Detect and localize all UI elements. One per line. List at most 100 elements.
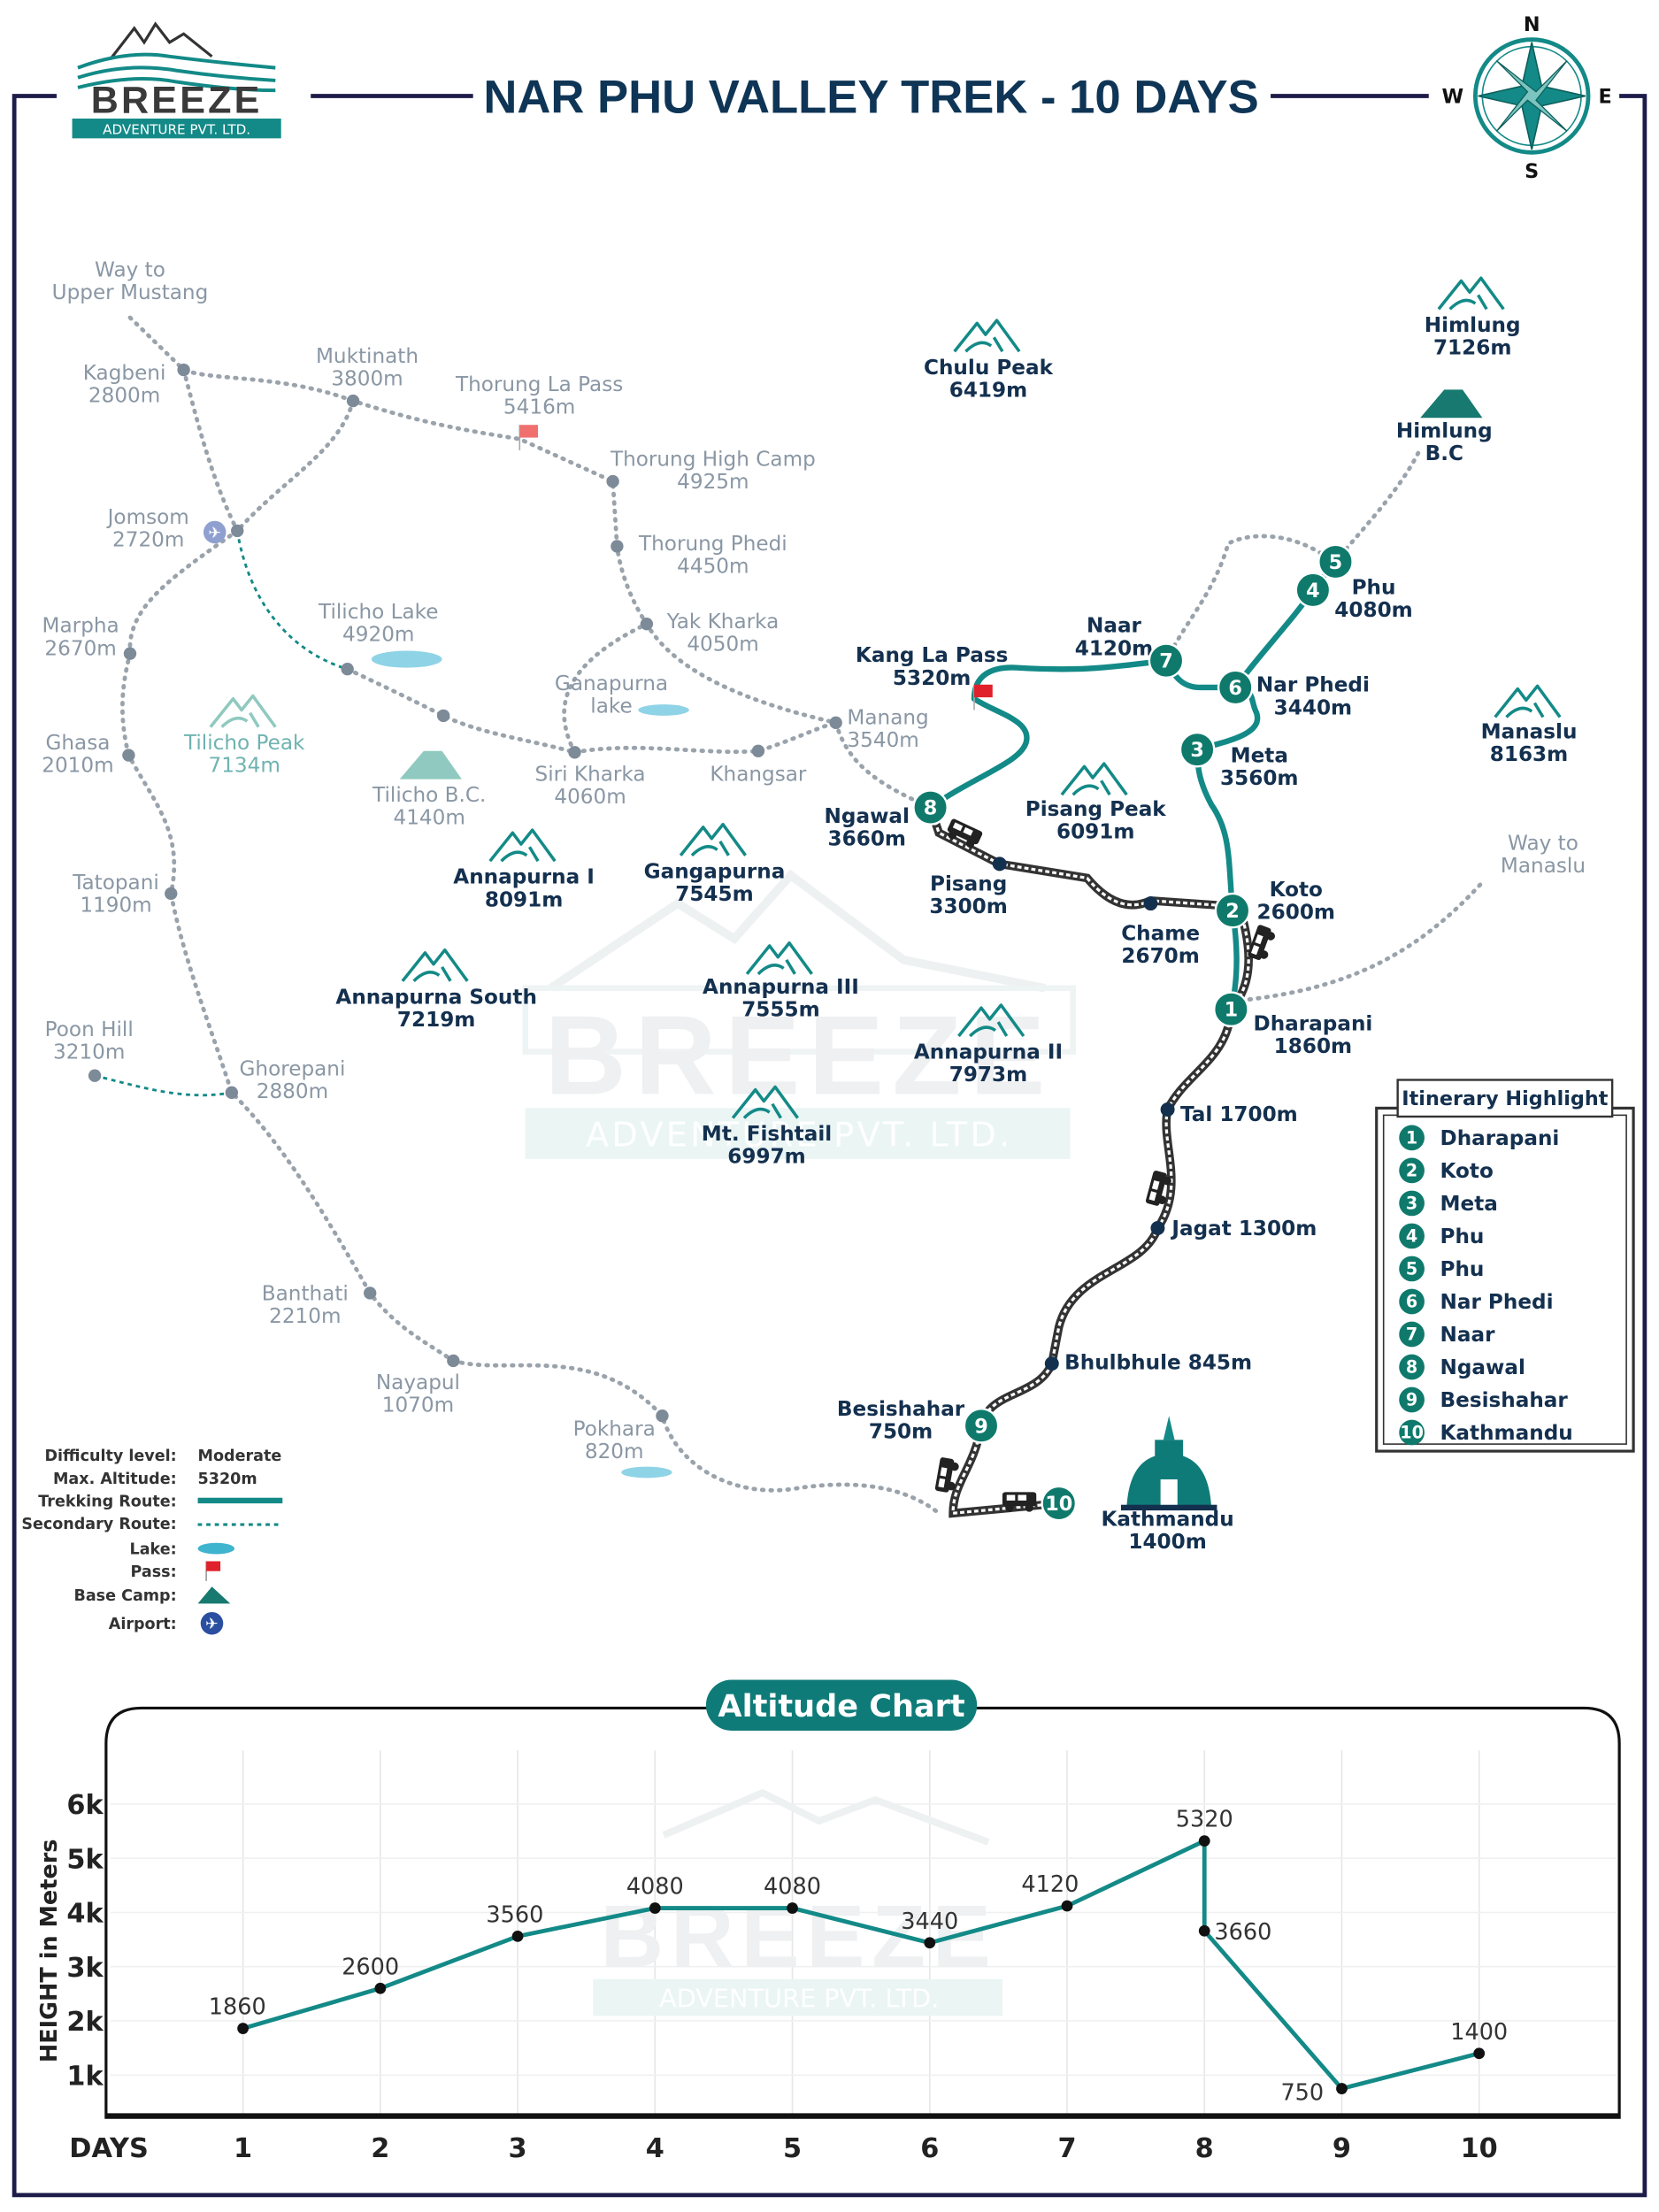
place-name: Thorung High Camp [610, 448, 816, 471]
brand-subtitle: ADVENTURE PVT. LTD. [103, 122, 250, 138]
secondary-trail [572, 720, 839, 755]
jeep-icon [947, 818, 983, 849]
place-name: Jagat 1300m [1170, 1217, 1317, 1240]
jeep-icon [1002, 1492, 1037, 1512]
secondary-trail [1247, 879, 1485, 1002]
place-detail: 3800m [331, 368, 403, 391]
altitude-data-label: 4080 [626, 1874, 684, 1901]
route-stop-dot [1044, 1356, 1059, 1371]
place-label-jagat: Jagat 1300m [1170, 1217, 1317, 1240]
place-name: Siri Kharka [535, 763, 646, 786]
altitude-point [787, 1902, 798, 1914]
itinerary-name: Dharapani [1440, 1127, 1560, 1150]
legend-max-altitude-label: Max. Altitude: [53, 1471, 177, 1488]
place-name: Tatopani [72, 872, 159, 895]
itinerary-title: Itinerary Highlight [1402, 1087, 1608, 1110]
brand-name: BREEZE [91, 80, 263, 122]
chart-xtick: 5 [783, 2133, 802, 2164]
svg-text:BREEZE: BREEZE [545, 992, 1054, 1118]
place-detail: 4080m [1334, 599, 1412, 622]
place-name: Thorung Phedi [638, 533, 787, 556]
place-name: Annapurna I [453, 866, 595, 889]
itinerary-name: Besishahar [1440, 1389, 1569, 1412]
altitude-data-label: 750 [1280, 2079, 1324, 2106]
place-detail: 7545m [675, 883, 753, 906]
secondary-trail [345, 666, 577, 755]
place-name: Chame [1121, 923, 1200, 946]
place-detail: 2720m [112, 528, 184, 551]
place-name: Phu [1352, 577, 1396, 600]
svg-text:ADVENTURE PVT. LTD.: ADVENTURE PVT. LTD. [586, 1115, 1012, 1155]
place-name: Bhulbhule 845m [1064, 1352, 1252, 1375]
place-detail: 3440m [1274, 696, 1352, 719]
place-detail: 2600m [1257, 902, 1335, 925]
altitude-data-label: 5320 [1176, 1807, 1233, 1833]
svg-text:7: 7 [1159, 650, 1173, 673]
chart-ytick: 2k [66, 2007, 104, 2038]
altitude-point [649, 1902, 661, 1914]
chart-xtick: 8 [1195, 2133, 1214, 2164]
trekking-route [971, 657, 1170, 702]
waypoint-dot [225, 1086, 239, 1100]
waypoint-dot [436, 709, 450, 723]
place-detail: Upper Mustang [52, 281, 209, 304]
place-name: Koto [1270, 879, 1323, 902]
place-detail: 7219m [397, 1009, 475, 1032]
place-detail: 3210m [53, 1041, 125, 1064]
place-detail: 2670m [44, 637, 116, 660]
mountain-peak-icon [731, 1085, 800, 1119]
waypoint-dot [611, 540, 624, 553]
itinerary-name: Phu [1440, 1258, 1485, 1281]
place-name: Tilicho B.C. [372, 784, 486, 807]
place-name: Ghorepani [240, 1058, 346, 1081]
place-detail: 820m [585, 1440, 644, 1463]
chart-xtick: 10 [1461, 2133, 1498, 2164]
svg-text:4: 4 [1306, 580, 1320, 603]
waypoint-dot [341, 663, 354, 676]
legend-trekking-route: Trekking Route: [38, 1493, 176, 1510]
chart-ylabel: HEIGHT in Meters [36, 1839, 63, 2063]
altitude-data-label: 3660 [1214, 1919, 1271, 1946]
kathmandu-stupa-icon [1120, 1416, 1217, 1511]
place-detail: 4050m [687, 633, 758, 656]
place-name: Muktinath [316, 345, 419, 368]
mountain-peak-icon [745, 941, 813, 976]
secondary-route [235, 530, 349, 671]
day-marker-8: 8 [912, 789, 949, 826]
place-name: Yak Kharka [666, 611, 780, 634]
altitude-data-label: 2600 [342, 1954, 399, 1980]
place-name: Pokhara [573, 1418, 656, 1441]
legend-pass: Pass: [131, 1563, 177, 1581]
day-marker-3: 3 [1179, 731, 1216, 768]
secondary-trail [833, 720, 933, 810]
place-detail: 5320m [893, 667, 971, 690]
day-marker-1: 1 [1213, 991, 1249, 1028]
place-name: Marpha [42, 615, 119, 638]
place-detail: 8163m [1490, 743, 1568, 766]
place-name: Way to [95, 259, 165, 282]
place-detail: 7555m [741, 999, 819, 1022]
chart-xtick: 6 [920, 2133, 939, 2164]
svg-text:6: 6 [1228, 677, 1242, 700]
place-detail: 1190m [80, 895, 151, 918]
place-detail: 4925m [677, 471, 749, 494]
legend-airport: Airport: [109, 1616, 177, 1633]
